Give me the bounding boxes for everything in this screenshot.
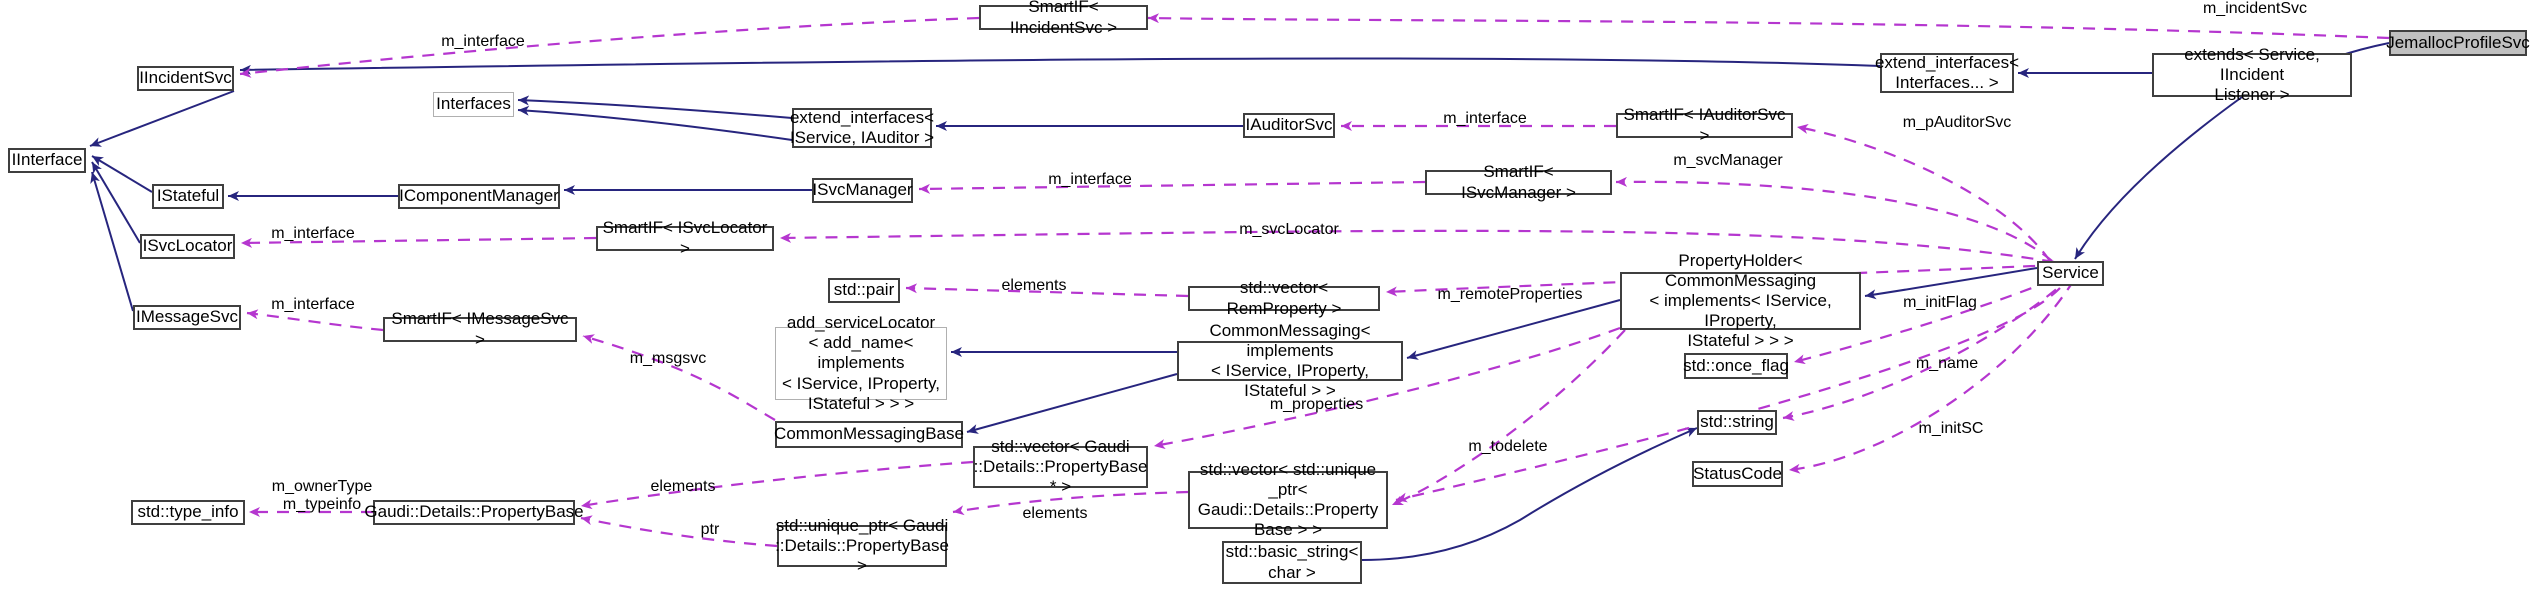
class-node-isvclocator[interactable]: ISvcLocator — [140, 234, 235, 259]
class-node-statuscode[interactable]: StatusCode — [1692, 461, 1783, 487]
lbl-m-properties: m_properties — [1269, 396, 1364, 413]
class-node-commonmessagingbase[interactable]: CommonMessagingBase — [774, 421, 964, 448]
class-node-std-pair[interactable]: std::pair — [828, 278, 900, 303]
class-node-icomponentmanager[interactable]: IComponentManager — [398, 184, 560, 209]
class-node-jemallocprofilesvc[interactable]: JemallocProfileSvc — [2386, 30, 2530, 56]
class-node-iincidentsvc[interactable]: IIncidentSvc — [137, 66, 234, 91]
lbl-m-interface-msgsvc: m_interface — [271, 296, 355, 313]
lbl-m-initSC: m_initSC — [1918, 420, 1984, 437]
class-node-smartif-iauditorsvc[interactable]: SmartIF< IAuditorSvc > — [1616, 105, 1793, 145]
lbl-m-interface-svcmgr: m_interface — [1048, 171, 1132, 188]
class-node-extends-service-iincidentlistener[interactable]: extends< Service, IIncident Listener > — [2152, 45, 2352, 104]
class-node-std-string[interactable]: std::string — [1697, 410, 1777, 435]
class-node-iinterface[interactable]: IInterface — [8, 148, 86, 173]
class-node-service[interactable]: Service — [2037, 261, 2104, 286]
class-node-smartif-isvcmanager[interactable]: SmartIF< ISvcManager > — [1425, 162, 1612, 202]
class-node-add-servicelocator[interactable]: add_serviceLocator < add_name< implement… — [775, 313, 947, 413]
lbl-m-interface-svcloc: m_interface — [271, 225, 355, 242]
lbl-m-svcManager: m_svcManager — [1673, 152, 1783, 169]
lbl-m-msgsvc: m_msgsvc — [629, 350, 707, 367]
class-node-std-vector-gaudipropertybaseptr[interactable]: std::vector< Gaudi ::Details::PropertyBa… — [973, 436, 1148, 497]
class-node-gaudi-details-propertybase[interactable]: Gaudi::Details::PropertyBase — [364, 500, 584, 525]
lbl-m-remoteProperties: m_remoteProperties — [1437, 286, 1583, 303]
class-node-istateful[interactable]: IStateful — [152, 184, 224, 209]
class-node-smartif-imessagesvc[interactable]: SmartIF< IMessageSvc > — [383, 309, 577, 349]
lbl-m-name: m_name — [1915, 355, 1979, 372]
class-node-smartif-isvclocator[interactable]: SmartIF< ISvcLocator > — [596, 218, 774, 258]
lbl-elements-uniqueptr: elements — [1022, 505, 1088, 522]
lbl-m-incidentSvc: m_incidentSvc — [2202, 0, 2308, 17]
lbl-m-interface-auditor: m_interface — [1443, 110, 1527, 127]
class-node-extend-interfaces-interfaces[interactable]: extend_interfaces< Interfaces... > — [1874, 52, 2020, 93]
class-node-isvcmanager[interactable]: ISvcManager — [812, 178, 913, 203]
class-node-interfaces[interactable]: Interfaces — [433, 92, 514, 117]
class-node-std-vector-unique-ptr-propertybase[interactable]: std::vector< std::unique _ptr< Gaudi::De… — [1188, 460, 1388, 539]
lbl-elements-pair: elements — [1001, 277, 1067, 294]
class-node-std-type-info[interactable]: std::type_info — [131, 500, 245, 525]
lbl-ptr: ptr — [700, 521, 720, 538]
lbl-m-initFlag: m_initFlag — [1903, 294, 1977, 311]
class-node-iauditorsvc[interactable]: IAuditorSvc — [1243, 113, 1335, 138]
class-node-std-unique-ptr-propertybase[interactable]: std::unique_ptr< Gaudi ::Details::Proper… — [775, 515, 949, 576]
class-node-imessagesvc[interactable]: IMessageSvc — [133, 305, 241, 330]
class-node-smartif-iincidentsvc[interactable]: SmartIF< IIncidentSvc > — [979, 0, 1148, 37]
class-node-std-vector-remproperty[interactable]: std::vector< RemProperty > — [1188, 278, 1380, 318]
class-node-commonmessaging-impl[interactable]: CommonMessaging< implements < IService, … — [1177, 321, 1403, 400]
lbl-m-pAuditorSvc: m_pAuditorSvc — [1902, 114, 2012, 131]
lbl-m-svcLocator: m_svcLocator — [1239, 221, 1339, 238]
lbl-m-ownerType: m_ownerType m_typeinfo — [271, 478, 373, 514]
lbl-m-todelete: m_todelete — [1468, 438, 1548, 455]
lbl-m-interface-incident: m_interface — [441, 33, 525, 50]
class-node-std-basic-string-char[interactable]: std::basic_string< char > — [1222, 541, 1362, 584]
class-node-propertyholder[interactable]: PropertyHolder< CommonMessaging < implem… — [1620, 251, 1861, 350]
class-node-std-once-flag[interactable]: std::once_flag — [1683, 353, 1789, 379]
class-node-extend-interfaces-iserviceiauditor[interactable]: extend_interfaces< IService, IAuditor > — [789, 107, 935, 148]
lbl-elements-propbaseptr: elements — [650, 478, 716, 495]
